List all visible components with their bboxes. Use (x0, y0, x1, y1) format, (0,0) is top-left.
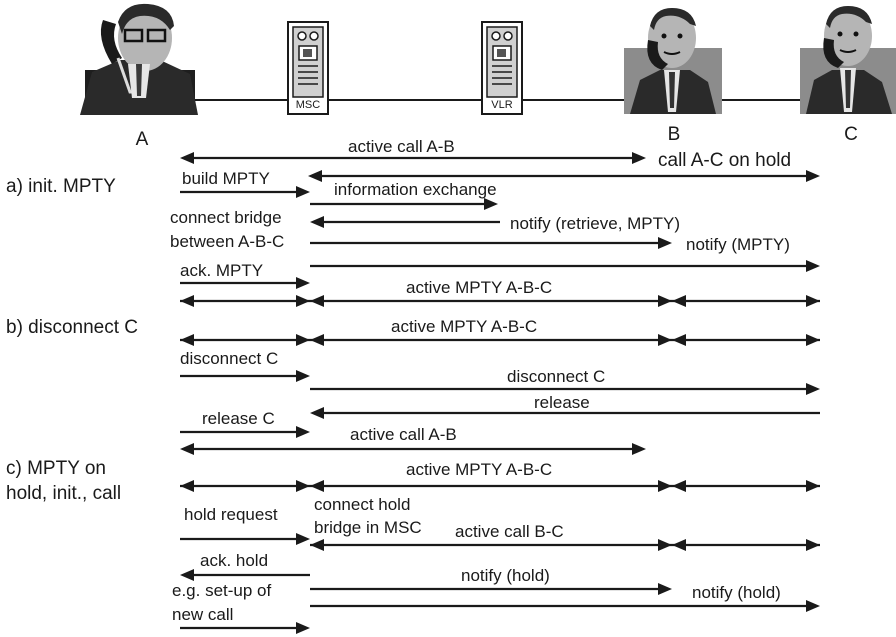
arrow-ack-mpty (180, 277, 310, 289)
msg-label-connect-bridge-line2: between A-B-C (170, 232, 284, 251)
arrow-active-mpty-3 (180, 480, 820, 492)
party-b-label: B (668, 124, 681, 145)
msg-label-active-call-ab-2: active call A-B (350, 425, 457, 444)
msg-label-notify-hold-1: notify (hold) (461, 566, 550, 585)
person-a-illustration (80, 3, 198, 115)
party-a-label: A (136, 129, 149, 150)
arrow-disconnect-c-msc (310, 383, 820, 395)
msg-label-active-mpty-3: active MPTY A-B-C (406, 460, 552, 479)
person-b-illustration (624, 8, 722, 114)
msg-label-setup-new-call-line2: new call (172, 605, 233, 624)
arrow-notify-mpty (310, 260, 820, 272)
vlr-label: VLR (491, 99, 512, 111)
msg-label-build-mpty: build MPTY (182, 169, 270, 188)
msg-label-active-mpty-1: active MPTY A-B-C (406, 278, 552, 297)
arrow-notify-retrieve (310, 216, 500, 228)
party-c-label: C (844, 124, 858, 145)
arrow-release-c (180, 426, 310, 438)
msg-label-ack-hold: ack. hold (200, 551, 268, 570)
arrow-notify-hold-1 (310, 583, 672, 595)
msg-label-hold-request: hold request (184, 505, 278, 524)
msg-label-connect-hold-line1: connect hold (314, 495, 410, 514)
msg-label-notify-retrieve: notify (retrieve, MPTY) (510, 214, 680, 233)
arrow-active-call-ab-2 (180, 443, 646, 455)
msg-label-disconnect-c-msc: disconnect C (507, 367, 605, 386)
arrow-ack-hold (180, 569, 310, 581)
arrow-release (310, 407, 820, 419)
arrow-active-call-ab (180, 152, 646, 164)
section-c-label-line1: c) MPTY on (6, 458, 106, 479)
msg-label-info-exchange: information exchange (334, 180, 497, 199)
arrow-info-exchange (310, 198, 498, 210)
msg-label-connect-bridge-line1: connect bridge (170, 208, 282, 227)
arrow-notify-hold-2 (310, 600, 820, 612)
arrow-call-ac-hold (308, 170, 820, 182)
vlr-device-icon: VLR (481, 21, 523, 115)
arrow-active-mpty-1 (180, 295, 820, 307)
msg-label-release-c: release C (202, 409, 275, 428)
msg-label-setup-new-call-line1: e.g. set-up of (172, 581, 272, 600)
msg-label-call-ac-hold: call A-C on hold (658, 150, 791, 171)
arrow-setup-new-call (180, 622, 310, 634)
arrow-hold-request (180, 533, 310, 545)
message-arrows (180, 152, 820, 634)
msg-label-notify-mpty: notify (MPTY) (686, 235, 790, 254)
msg-label-disconnect-c-a: disconnect C (180, 349, 278, 368)
msc-device-icon: MSC (287, 21, 329, 115)
person-c-illustration (800, 6, 896, 114)
arrow-connect-bridge-b (310, 237, 672, 249)
msg-label-ack-mpty: ack. MPTY (180, 261, 263, 280)
arrow-active-call-bc (310, 539, 820, 551)
arrow-disconnect-c-a (180, 370, 310, 382)
msg-label-connect-hold-line2: bridge in MSC (314, 518, 422, 537)
msc-label: MSC (296, 99, 321, 111)
section-c-label-line2: hold, init., call (6, 483, 121, 504)
arrow-build-mpty (180, 186, 310, 198)
msg-label-release: release (534, 393, 590, 412)
msg-label-active-call-bc: active call B-C (455, 522, 564, 541)
section-b-label: b) disconnect C (6, 317, 138, 338)
msg-label-notify-hold-2: notify (hold) (692, 583, 781, 602)
section-a-label: a) init. MPTY (6, 176, 116, 197)
msg-label-active-call-ab: active call A-B (348, 137, 455, 156)
arrow-active-mpty-2 (180, 334, 820, 346)
msg-label-active-mpty-2: active MPTY A-B-C (391, 317, 537, 336)
